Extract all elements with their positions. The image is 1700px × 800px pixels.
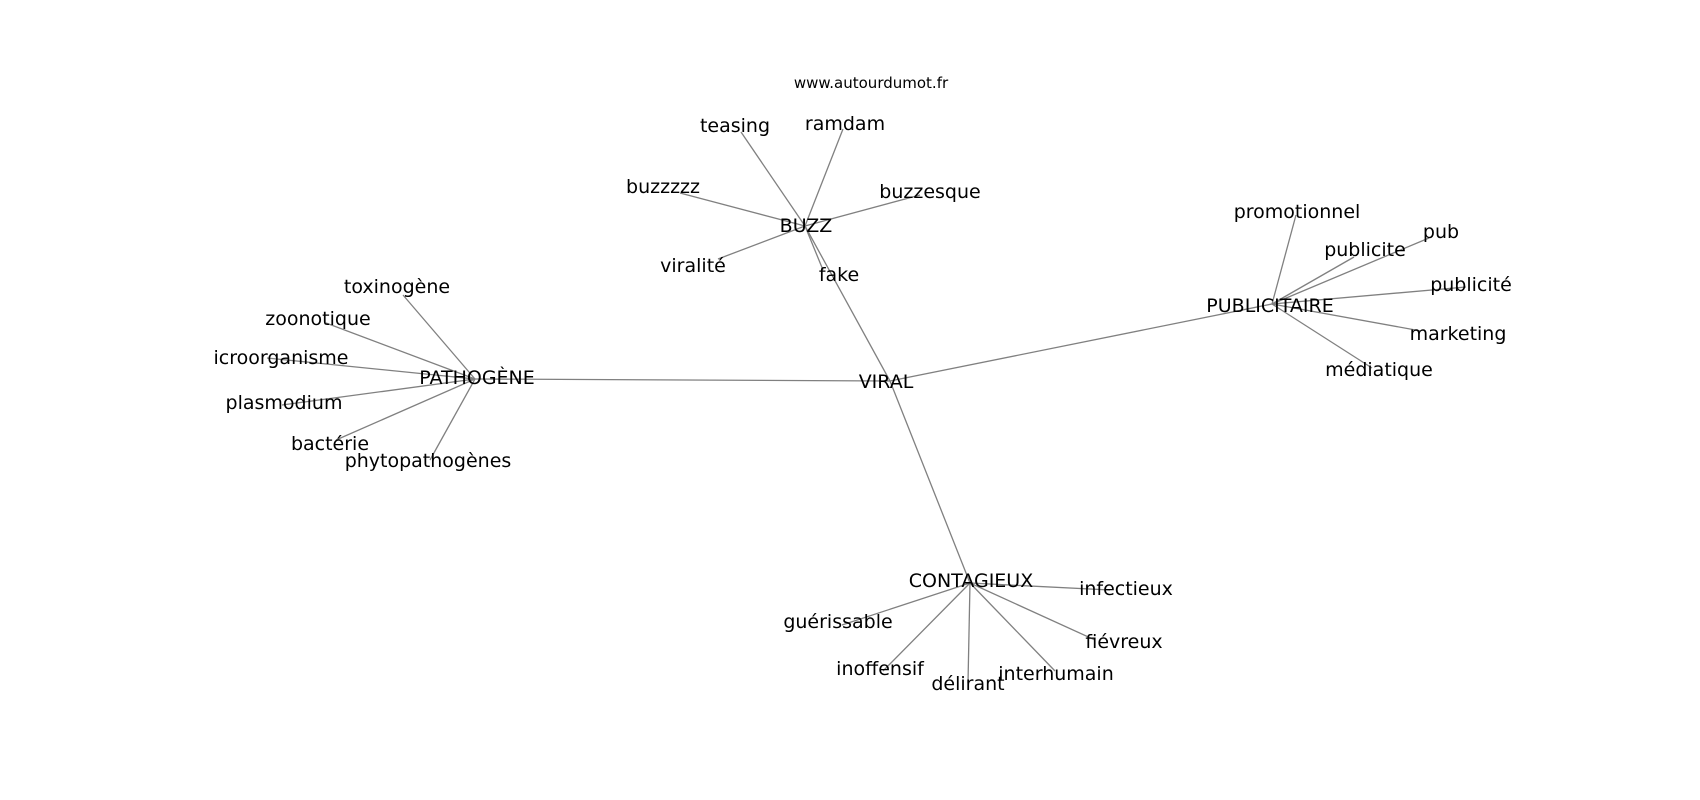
node-word-infectieux: infectieux xyxy=(1079,578,1173,600)
node-word-teasing: teasing xyxy=(700,115,770,137)
node-word-toxinogene: toxinogène xyxy=(344,276,450,298)
edge-pathogene-bacterie xyxy=(335,378,476,441)
node-word-interhumain: interhumain xyxy=(998,663,1114,685)
node-hub-pathogene: PATHOGÈNE xyxy=(419,366,535,389)
node-word-zoonotique: zoonotique xyxy=(265,308,370,330)
edge-buzz-buzzzzz xyxy=(679,192,806,227)
edge-buzz-viralite xyxy=(717,225,806,260)
node-hub-contagieux: CONTAGIEUX xyxy=(909,570,1033,592)
edge-publicitaire-pub xyxy=(1271,237,1430,305)
node-word-icroorganisme: icroorganisme xyxy=(214,347,349,369)
edge-buzz-fake xyxy=(804,225,824,271)
node-word-pub: pub xyxy=(1423,221,1459,243)
edge-pathogene-toxinogene xyxy=(402,294,476,380)
edge-root-publicitaire xyxy=(889,303,1273,382)
edge-contagieux-inoffensif xyxy=(882,582,971,672)
source-url: www.autourdumot.fr xyxy=(794,74,949,92)
node-hub-buzz: BUZZ xyxy=(780,215,833,237)
node-word-buzzzzz: buzzzzz xyxy=(626,176,700,198)
node-word-ramdam: ramdam xyxy=(805,113,885,135)
node-word-promotionnel: promotionnel xyxy=(1234,201,1361,223)
edge-publicitaire-publicite xyxy=(1271,256,1355,305)
edge-publicitaire-publicite xyxy=(1271,286,1467,305)
node-word-publicite: publicité xyxy=(1430,274,1512,296)
node-word-delirant: délirant xyxy=(931,673,1004,695)
node-word-inoffensif: inoffensif xyxy=(836,658,925,680)
edge-contagieux-interhumain xyxy=(969,582,1056,672)
edge-buzz-teasing xyxy=(740,131,806,227)
edge-buzz-buzzesque xyxy=(804,194,921,227)
graph-labels: VIRAL BUZZ teasing ramdam buzzzzz buzzesque vi… xyxy=(214,113,1512,695)
node-hub-publicitaire: PUBLICITAIRE xyxy=(1206,295,1333,317)
node-word-viralite: viralité xyxy=(660,255,726,277)
edge-publicitaire-promotionnel xyxy=(1271,214,1297,305)
edge-buzz-ramdam xyxy=(804,128,844,227)
node-word-buzzesque: buzzesque xyxy=(879,181,980,203)
node-word-guerissable: guérissable xyxy=(783,611,892,633)
edge-pathogene-zoonotique xyxy=(325,322,476,380)
node-word-mediatique: médiatique xyxy=(1325,359,1433,381)
node-word-bacterie: bactérie xyxy=(291,433,369,455)
node-word-plasmodium: plasmodium xyxy=(226,392,343,414)
edge-contagieux-infectieux xyxy=(969,582,1111,591)
edge-pathogene-plasmodium xyxy=(281,378,476,406)
node-word-publicite: publicite xyxy=(1324,239,1406,261)
edge-publicitaire-mediatique xyxy=(1271,303,1373,369)
edge-pathogene-phytopathogenes xyxy=(429,378,476,461)
node-root: VIRAL xyxy=(859,371,914,393)
graph-edges xyxy=(266,128,1467,684)
edge-contagieux-guerissable xyxy=(841,582,971,626)
edge-contagieux-delirant xyxy=(967,582,971,684)
node-word-fake: fake xyxy=(819,264,859,286)
edge-publicitaire-marketing xyxy=(1271,303,1422,332)
edge-contagieux-fievreux xyxy=(969,582,1096,641)
node-word-fievreux: fiévreux xyxy=(1085,631,1162,653)
node-word-phytopathogenes: phytopathogènes xyxy=(345,450,512,472)
edge-root-contagieux xyxy=(889,380,971,584)
edge-root-buzz xyxy=(804,225,891,382)
edge-pathogene-icroorganisme xyxy=(266,357,476,380)
node-word-marketing: marketing xyxy=(1410,323,1507,345)
edge-root-pathogene xyxy=(474,378,891,382)
